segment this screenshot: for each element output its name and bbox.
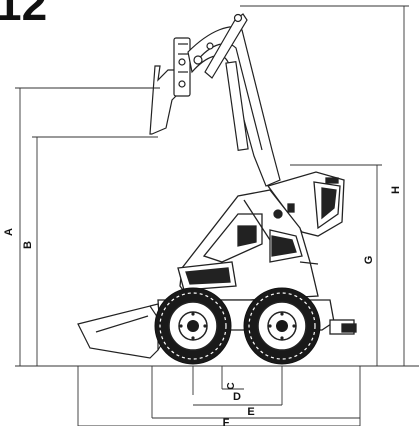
dimension-label-h: H bbox=[390, 186, 402, 194]
dimension-lines bbox=[15, 5, 419, 426]
dimension-label-f: F bbox=[223, 417, 230, 426]
raised-bucket bbox=[60, 37, 191, 135]
front-wheel bbox=[154, 287, 232, 365]
dimension-label-c: C bbox=[226, 382, 237, 389]
rear-wheel bbox=[243, 287, 321, 365]
dimension-label-d: D bbox=[233, 391, 241, 403]
model-number: 12 bbox=[0, 0, 47, 30]
boom-arm bbox=[187, 13, 281, 187]
dimension-label-a: A bbox=[3, 228, 15, 236]
dimension-label-b: B bbox=[22, 241, 34, 249]
dimension-label-g: G bbox=[363, 256, 375, 265]
dimension-label-e: E bbox=[247, 406, 254, 418]
lowered-bucket bbox=[77, 303, 165, 359]
